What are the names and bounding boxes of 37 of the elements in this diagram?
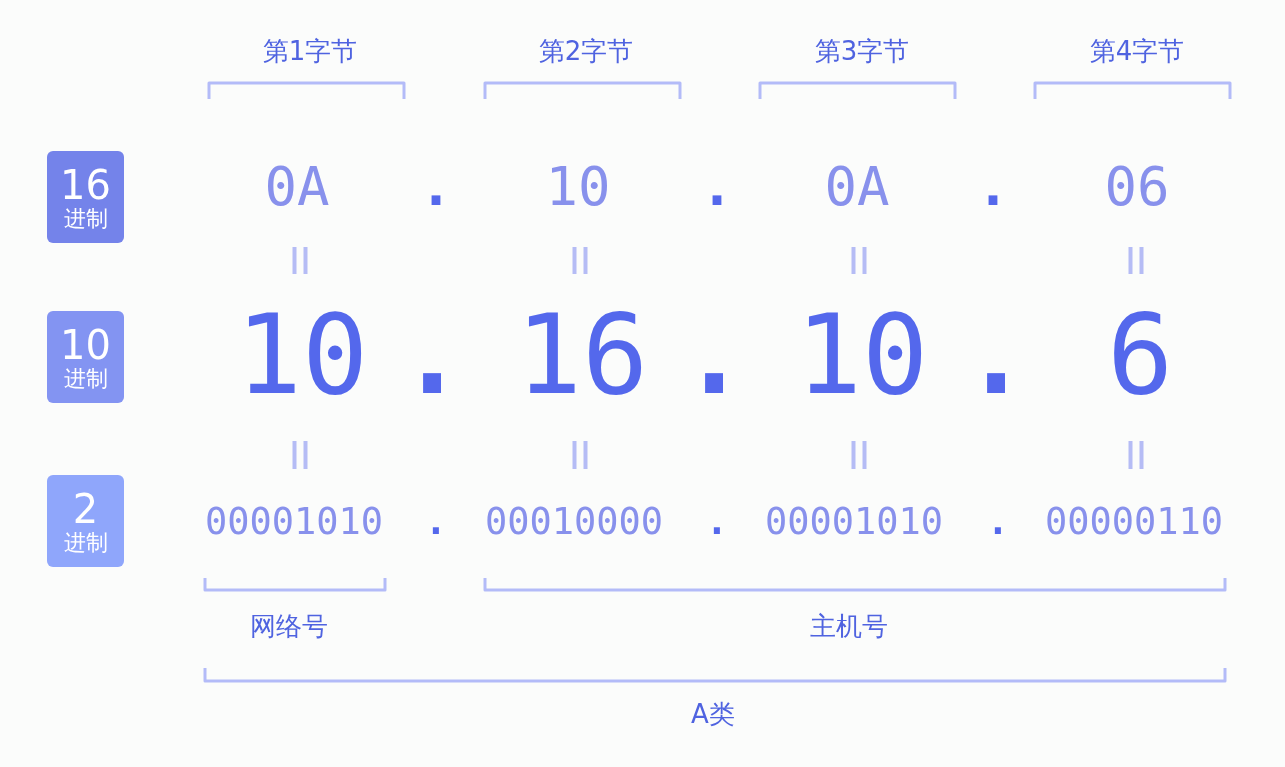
decimal-value: 16 — [515, 300, 649, 410]
base-label: 进制 — [63, 531, 108, 554]
dot-separator: . — [680, 300, 748, 410]
hex-value: 0A — [824, 160, 890, 214]
dot-separator: . — [986, 502, 1010, 540]
dot-separator: . — [419, 160, 453, 214]
dot-separator: . — [976, 160, 1010, 214]
hex-value: 10 — [545, 160, 611, 214]
base-label: 进制 — [63, 207, 108, 230]
bracket-label: 主机号 — [810, 613, 888, 639]
base-label: 进制 — [63, 367, 108, 390]
dot-separator: . — [398, 300, 466, 410]
bracket-label: 网络号 — [250, 613, 328, 639]
decimal-value: 10 — [795, 300, 929, 410]
base-badge — [47, 151, 124, 243]
byte-label: 第4字节 — [1089, 38, 1185, 64]
dot-separator: . — [700, 160, 734, 214]
byte-label: 第3字节 — [814, 38, 910, 64]
dot-separator: . — [705, 502, 729, 540]
dot-separator: . — [424, 502, 448, 540]
binary-value: 00010000 — [484, 502, 664, 540]
hex-value: 06 — [1104, 160, 1170, 214]
binary-value: 00001010 — [204, 502, 384, 540]
decimal-value: 6 — [1106, 300, 1174, 410]
decimal-value: 10 — [235, 300, 369, 410]
base-number: 2 — [72, 488, 99, 529]
hex-value: 0A — [264, 160, 330, 214]
byte-label: 第2字节 — [538, 38, 634, 64]
bracket-label: A类 — [691, 701, 735, 727]
base-badge — [47, 311, 124, 403]
byte-label: 第1字节 — [262, 38, 358, 64]
base-number: 16 — [60, 164, 111, 205]
binary-value: 00000110 — [1044, 502, 1224, 540]
binary-value: 00001010 — [764, 502, 944, 540]
base-badge — [47, 475, 124, 567]
base-number: 10 — [60, 324, 111, 365]
dot-separator: . — [962, 300, 1030, 410]
